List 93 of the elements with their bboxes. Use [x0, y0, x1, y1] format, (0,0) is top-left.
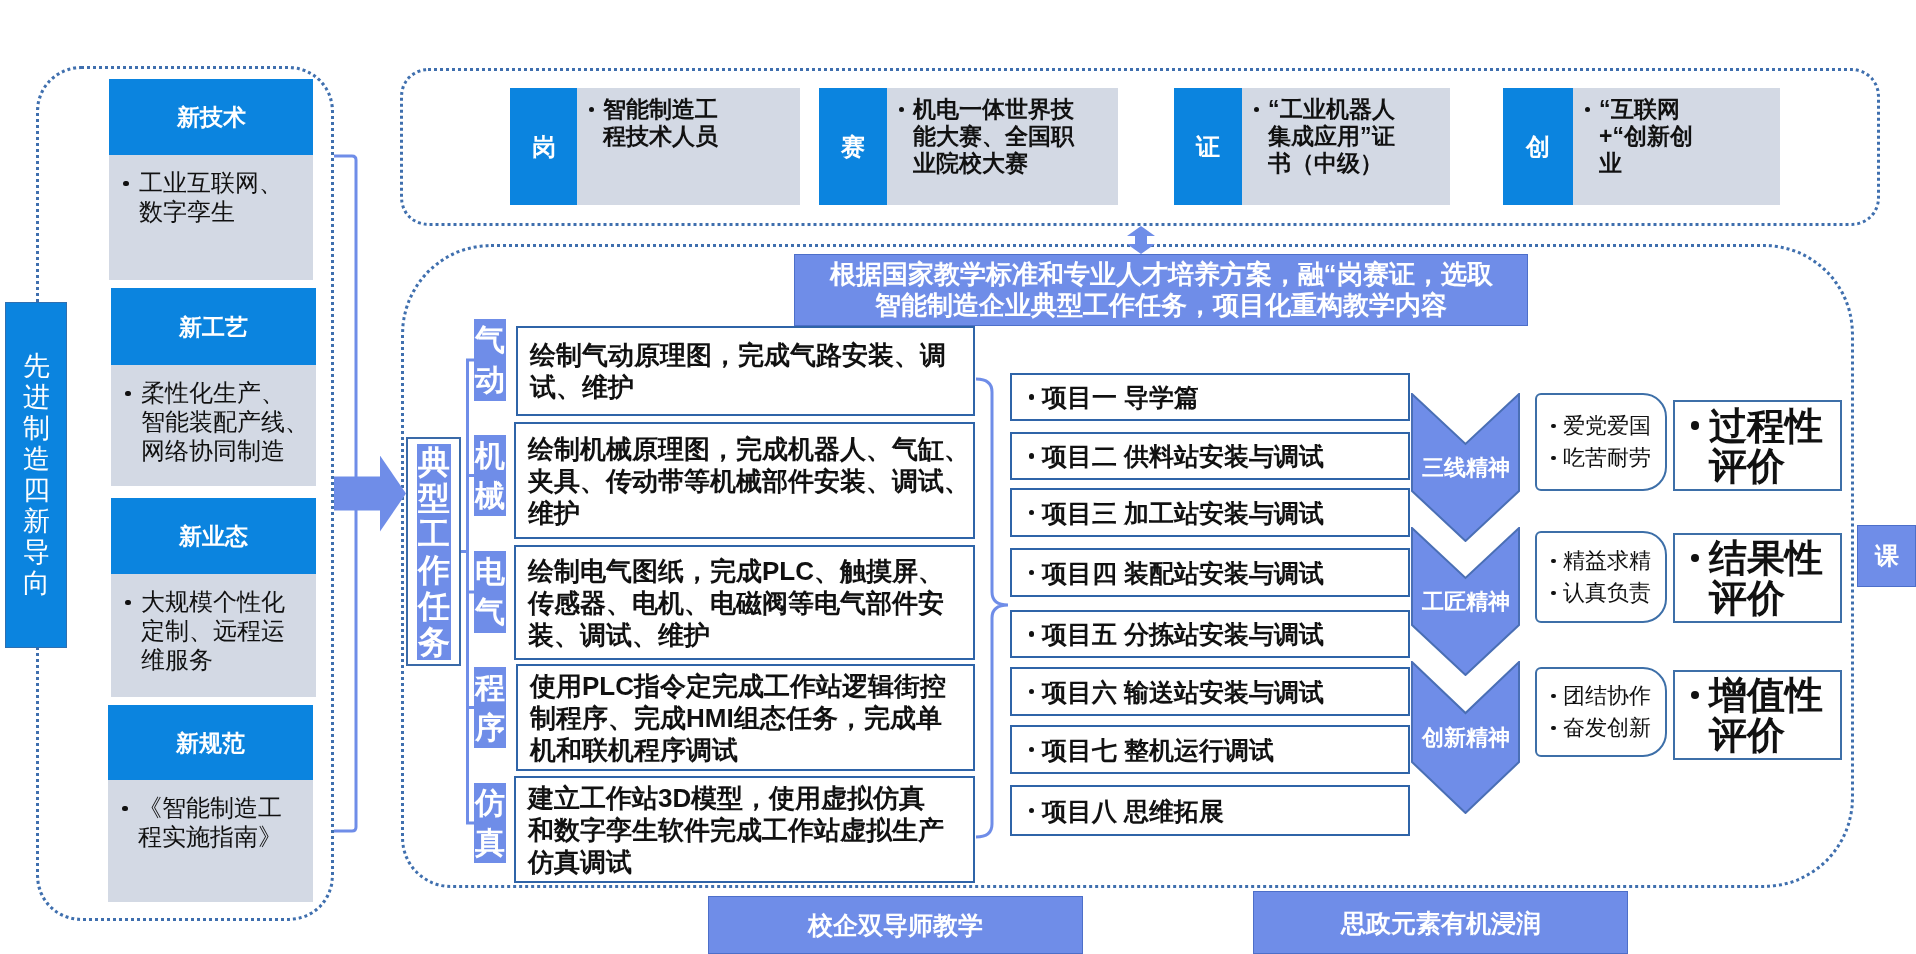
bullet-text: 爱党爱国 [1549, 410, 1665, 442]
footer-banner [708, 896, 1083, 954]
task-text: 绘制电气图纸，完成PLC、触摸屏、传感器、电机、电磁阀等电气部件安装、调试、维护 [528, 554, 945, 651]
connector-line [461, 550, 474, 825]
info-card [111, 498, 316, 697]
evaluation-text: 增值性评价 [1687, 675, 1840, 755]
chevron-label: 三线精神 [1420, 454, 1511, 481]
info-card [108, 705, 313, 902]
chevron-shape [1411, 393, 1520, 542]
task-text: 绘制气动原理图，完成气路安装、调试、维护 [530, 339, 947, 403]
double-arrow [1127, 226, 1155, 254]
chevron-shape [1411, 661, 1520, 814]
bullet-text: 项目四 装配站安装与调试 [1026, 557, 1408, 588]
evaluation-box [1673, 533, 1842, 623]
bullet-text: 奋发创新 [1549, 712, 1665, 744]
project-box [1010, 373, 1410, 421]
project-box [1010, 432, 1410, 480]
project-box [1010, 725, 1410, 774]
value-box [1535, 393, 1667, 491]
bullet-text: 项目一 导学篇 [1026, 382, 1408, 412]
tab-text: 课 [1874, 542, 1899, 570]
evaluation-text: 过程性评价 [1687, 405, 1840, 486]
chevron-shape [1411, 527, 1520, 676]
task-text: 绘制机械原理图，完成机器人、气缸、夹具、传动带等机械部件安装、调试、维护 [528, 432, 971, 529]
bullet-text: 项目三 加工站安装与调试 [1026, 497, 1408, 528]
bullet-text: 项目五 分拣站安装与调试 [1026, 619, 1408, 649]
bullet-text: 精益求精 [1549, 545, 1665, 577]
category-text: 电气 [474, 554, 506, 630]
arrow [334, 455, 406, 532]
tag-card [510, 88, 800, 205]
project-box [1010, 548, 1410, 597]
task-box [514, 776, 975, 883]
banner [794, 254, 1528, 326]
bullet-text: “互联网+“创新创业 [1583, 96, 1701, 177]
side-tab [1857, 525, 1916, 587]
bullet-text: 智能制造工程技术人员 [587, 96, 727, 150]
info-card [109, 79, 313, 280]
bullet-text: 吃苦耐劳 [1549, 442, 1665, 474]
bullet-text: 《智能制造工程实施指南》 [120, 794, 288, 852]
card-header: 新技术 [109, 79, 313, 155]
bullet-text: 项目七 整机运行调试 [1026, 734, 1408, 765]
bullet-text: 工业互联网、数字孪生 [121, 169, 313, 227]
vertical-box [406, 437, 461, 666]
card-header: 新工艺 [111, 288, 316, 365]
task-box [514, 545, 975, 660]
bullet-text: 机电一体世界技能大赛、全国职业院校大赛 [897, 96, 1085, 177]
card-header: 新规范 [108, 705, 313, 780]
task-box [516, 664, 975, 771]
task-box [516, 326, 975, 416]
tag-label: 证 [1174, 88, 1242, 205]
bullet-text: 团结协作 [1549, 680, 1665, 712]
value-box [1535, 667, 1667, 757]
bullet-text: 大规模个性化定制、远程运维服务 [123, 588, 291, 675]
project-box [1010, 610, 1410, 658]
chevron-label: 创新精神 [1420, 724, 1511, 751]
tag-label: 岗 [510, 88, 577, 205]
footer-banner [1253, 891, 1628, 954]
tag-label: 赛 [819, 88, 887, 205]
bullet-text: 项目二 供料站安装与调试 [1026, 441, 1408, 471]
project-box [1010, 488, 1410, 537]
tag-card [1174, 88, 1450, 205]
task-box [514, 422, 975, 539]
evaluation-box [1673, 400, 1842, 491]
vertical-title: 先进制造四新导向 [21, 351, 51, 599]
evaluation-text: 结果性评价 [1687, 538, 1840, 618]
bullet-text: 认真负责 [1549, 577, 1665, 609]
chevron-label: 工匠精神 [1420, 588, 1511, 615]
banner-text: 根据国家教学标准和专业人才培养方案，融“岗赛证，选取智能制造企业典型工作任务，项目化重构教学内容 [828, 259, 1494, 321]
banner-text: 思政元素有机浸润 [1340, 907, 1541, 938]
tag-card [1503, 88, 1780, 205]
project-box [1010, 667, 1410, 716]
bullet-text: 柔性化生产、智能装配产线、网络协同制造 [123, 379, 315, 466]
category-text: 仿真 [474, 785, 506, 861]
card-header: 新业态 [111, 498, 316, 574]
dotted-panel [400, 68, 1880, 226]
vertical-banner [5, 302, 67, 648]
task-text: 建立工作站3D模型，使用虚拟仿真和数字孪生软件完成工作站虚拟生产仿真调试 [528, 781, 945, 878]
banner-text: 校企双导师教学 [808, 910, 983, 940]
evaluation-box [1673, 670, 1842, 760]
info-card [111, 288, 316, 486]
category-text: 气动 [474, 322, 506, 398]
bullet-text: “工业机器人集成应用”证书（中级） [1252, 96, 1412, 177]
tag-label: 创 [1503, 88, 1573, 205]
dotted-panel [401, 244, 1854, 888]
project-box [1010, 785, 1410, 836]
task-text: 使用PLC指令定完成工作站逻辑街控制程序、完成HMI组态任务，完成单机和联机程序调试 [530, 669, 947, 766]
category-text: 程序 [474, 669, 506, 746]
bullet-text: 项目八 思维拓展 [1026, 795, 1408, 826]
bullet-text: 项目六 输送站安装与调试 [1026, 676, 1408, 707]
value-box [1535, 531, 1667, 623]
category-text: 机械 [474, 437, 506, 514]
tag-card [819, 88, 1118, 205]
vertical-title: 典型工作任务 [416, 443, 451, 660]
